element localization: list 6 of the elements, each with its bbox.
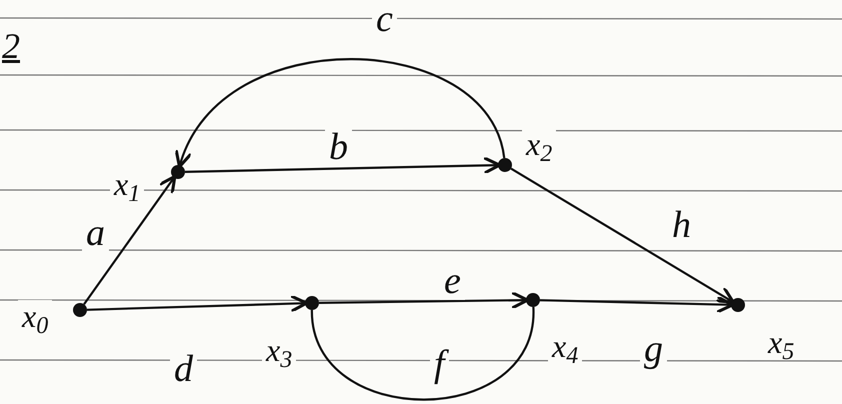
arrow [176,58,506,168]
arrow [83,174,176,305]
node-label: x$_{0}$ [18,300,52,332]
node-label: x$_{2}$ [522,128,556,160]
arrow [510,168,735,304]
question-number: 2 [2,28,20,64]
